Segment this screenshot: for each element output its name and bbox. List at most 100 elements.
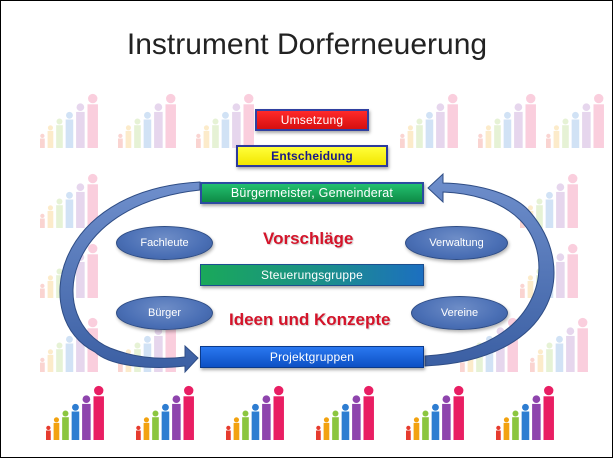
bottom-group-0-figure-5 [93,385,104,440]
bottom-group-4-figure-4 [442,395,451,440]
bg-group-0-5-figure-1 [553,125,560,148]
bg-group-0-4-figure-1 [485,125,492,148]
box-projektgruppen: Projektgruppen [200,346,424,368]
bg-group-3-0-figure-1 [47,349,54,372]
bg-group-2-0-figure-0 [40,283,45,298]
label-ideen-und-konzepte: Ideen und Konzepte [229,310,391,329]
box-steuerungsgruppe: Steuerungsgruppe [200,264,424,286]
bg-group-1-1-figure-4 [556,183,565,228]
bg-group-3-3-figure-5 [577,317,588,372]
bg-group-2-1-figure-5 [567,243,578,298]
bg-group-2-1-figure-1 [527,275,534,298]
bg-group-0-4-figure-5 [525,93,536,148]
bottom-group-2-figure-0 [226,425,231,440]
bottom-group-2-figure-4 [262,395,271,440]
label-vorschlaege: Vorschläge [263,229,354,248]
bg-group-0-5-figure-3 [571,111,580,148]
bg-group-0-2-figure-5 [243,93,254,148]
right-cycle-arrow [424,172,555,367]
bottom-group-1-figure-5 [183,385,194,440]
bg-group-0-2-figure-0 [196,133,201,148]
ellipse-buerger: Bürger [116,296,213,330]
bg-group-0-0-figure-1 [47,125,54,148]
bg-group-3-0-figure-2 [56,342,63,372]
bg-group-2-1-figure-0 [520,283,525,298]
bg-group-0-2-figure-3 [221,111,230,148]
bg-group-3-3-figure-2 [546,342,553,372]
bg-group-3-3-figure-0 [530,357,535,372]
bg-group-0-4-figure-0 [478,133,483,148]
bg-group-0-1-figure-5 [165,93,176,148]
bg-group-1-0-figure-4 [76,183,85,228]
bg-group-0-3-figure-5 [447,93,458,148]
bg-group-0-4-figure-3 [503,111,512,148]
bg-group-0-0-figure-3 [65,111,74,148]
ellipse-vereine: Vereine [411,296,508,330]
bottom-group-3-figure-4 [352,395,361,440]
bg-group-2-0-figure-5 [87,243,98,298]
bg-group-0-5-figure-0 [546,133,551,148]
bottom-group-0-figure-0 [46,425,51,440]
bg-group-1-0-figure-0 [40,213,45,228]
bottom-group-3-figure-5 [363,385,374,440]
bottom-group-4-figure-0 [406,425,411,440]
bg-group-2-0-figure-1 [47,275,54,298]
bg-group-3-3-figure-1 [537,349,544,372]
bg-group-0-3-figure-0 [400,133,405,148]
bottom-group-1-figure-3 [161,403,170,440]
bottom-group-2-figure-5 [273,385,284,440]
bg-group-0-5-figure-2 [562,118,569,148]
bottom-group-4-figure-1 [413,417,420,440]
bottom-group-1-figure-4 [172,395,181,440]
bottom-group-5-figure-2 [512,410,519,440]
left-cycle-arrow [59,181,201,374]
bg-group-0-3-figure-1 [407,125,414,148]
bg-group-1-1-figure-2 [536,198,543,228]
bottom-group-3-figure-0 [316,425,321,440]
bg-group-1-1-figure-5 [567,173,578,228]
bottom-group-0-figure-4 [82,395,91,440]
bg-group-0-3-figure-3 [425,111,434,148]
bg-group-0-3-figure-2 [416,118,423,148]
bottom-group-5-figure-5 [543,385,554,440]
bg-group-0-1-figure-2 [134,118,141,148]
bottom-group-2-figure-1 [233,417,240,440]
bottom-group-3-figure-1 [323,417,330,440]
box-umsetzung: Umsetzung [255,109,369,131]
box-buergermeister: Bürgermeister, Gemeinderat [200,182,424,204]
bg-group-2-1-figure-4 [556,253,565,298]
bottom-group-4-figure-3 [431,403,440,440]
bottom-group-5-figure-0 [496,425,501,440]
bottom-group-0-figure-2 [62,410,69,440]
bg-group-3-3-figure-3 [555,335,564,372]
ellipse-verwaltung: Verwaltung [405,226,508,260]
bottom-group-3-figure-3 [341,403,350,440]
bg-group-0-0-figure-2 [56,118,63,148]
bg-group-1-0-figure-2 [56,198,63,228]
bg-group-0-2-figure-4 [232,103,241,148]
bg-group-3-3-figure-4 [566,327,575,372]
bg-group-0-4-figure-2 [494,118,501,148]
bg-group-0-3-figure-4 [436,103,445,148]
bg-group-0-5-figure-4 [582,103,591,148]
bg-group-0-4-figure-4 [514,103,523,148]
bg-group-1-0-figure-1 [47,205,54,228]
bg-group-0-0-figure-5 [87,93,98,148]
bg-group-0-0-figure-0 [40,133,45,148]
bottom-group-0-figure-1 [53,417,60,440]
bottom-group-5-figure-3 [521,403,530,440]
bottom-group-1-figure-2 [152,410,159,440]
bg-group-0-0-figure-4 [76,103,85,148]
bg-group-0-1-figure-4 [154,103,163,148]
bg-group-0-1-figure-3 [143,111,152,148]
bg-group-0-5-figure-5 [593,93,604,148]
bottom-group-0-figure-3 [71,403,80,440]
bg-group-0-2-figure-2 [212,118,219,148]
bottom-group-4-figure-2 [422,410,429,440]
bottom-group-1-figure-0 [136,425,141,440]
bottom-group-3-figure-2 [332,410,339,440]
bg-group-0-1-figure-1 [125,125,132,148]
bg-group-1-0-figure-5 [87,173,98,228]
